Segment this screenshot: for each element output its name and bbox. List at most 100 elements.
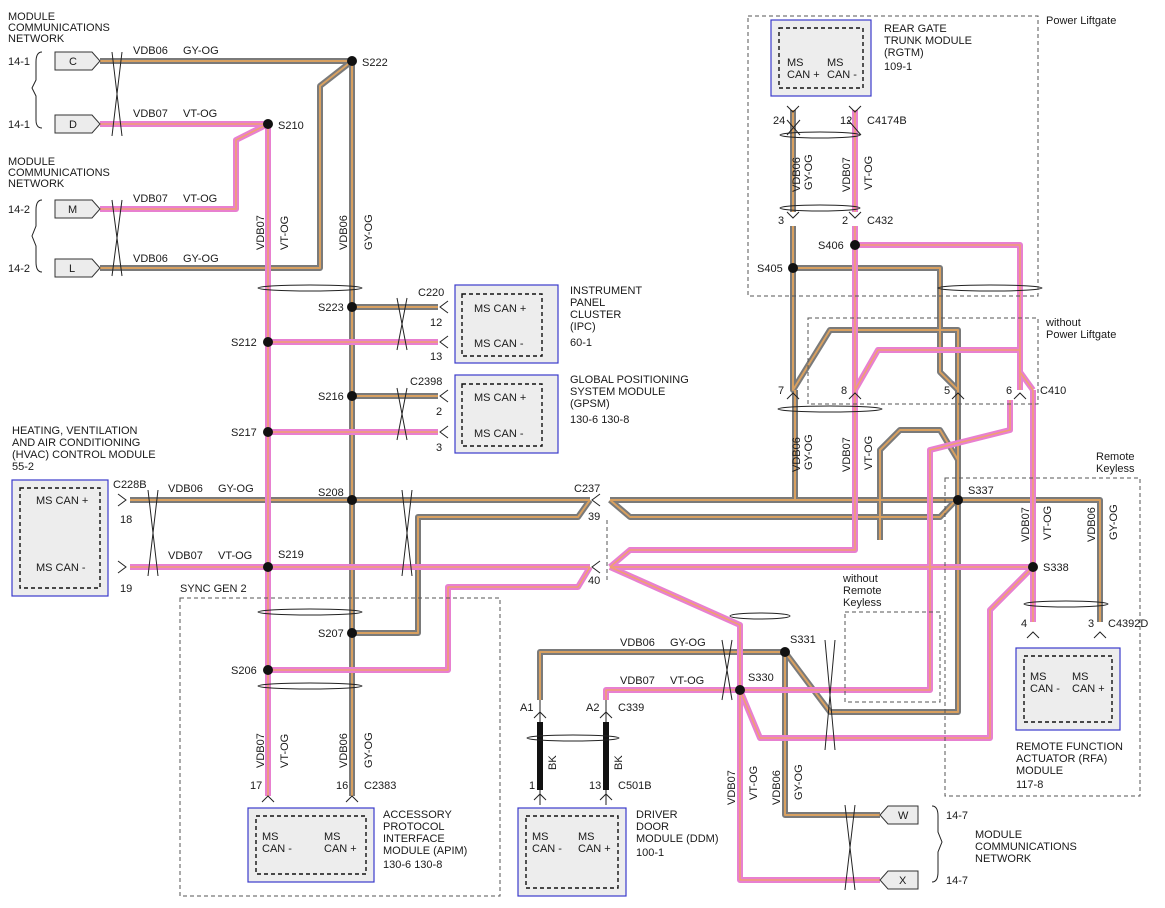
ddm-pin-b-2: CAN + [578, 843, 611, 855]
ipc-pin-b: MS CAN - [474, 338, 524, 350]
lbl-C220: C220 [418, 287, 444, 299]
lbl-gyog: GY-OG [1108, 504, 1120, 540]
gpsm-name-1: GLOBAL POSITIONING [570, 374, 689, 386]
splice-S337 [953, 495, 963, 505]
lbl-C4174B: C4174B [867, 115, 907, 127]
lbl-vtog: VT-OG [670, 675, 704, 687]
apim-pin-a-2: CAN - [262, 843, 292, 855]
rgtm-ref: 109-1 [884, 61, 912, 73]
ipc-name-1: INSTRUMENT [570, 285, 642, 297]
mcn-top-1: MODULE [8, 11, 55, 23]
lbl-vdb06: VDB06 [791, 157, 803, 192]
lbl-S406: S406 [818, 240, 844, 252]
text-labels: MODULE COMMUNICATIONS NETWORK MODULE COM… [8, 11, 1148, 887]
lbl-vtog: VT-OG [748, 766, 760, 800]
splice-S330 [735, 685, 745, 695]
mcn-top-2: COMMUNICATIONS [8, 22, 110, 34]
pin-13: 13 [430, 351, 442, 363]
ipc-pin-a: MS CAN + [474, 303, 526, 315]
lbl-power-liftgate: Power Liftgate [1046, 15, 1116, 27]
splice-S222 [347, 56, 357, 66]
pin-4: 4 [1021, 618, 1027, 630]
ref-14-7a: 14-7 [946, 810, 968, 822]
hvac-pin-a: MS CAN + [36, 495, 88, 507]
lbl-without-pl-2: Power Liftgate [1046, 329, 1116, 341]
conn-W: W [898, 810, 909, 822]
lbl-gyog: GY-OG [183, 45, 219, 57]
rfa-pin-b-2: CAN + [1072, 683, 1105, 695]
modules [11, 19, 1121, 897]
pin-12: 12 [430, 317, 442, 329]
pin-12b: 12 [840, 115, 852, 127]
lbl-vdb06: VDB06 [338, 733, 350, 768]
lbl-sync-gen2: SYNC GEN 2 [180, 583, 247, 595]
lbl-S212: S212 [231, 337, 257, 349]
rgtm-name-3: (RGTM) [884, 47, 924, 59]
lbl-vtog: VT-OG [183, 193, 217, 205]
lbl-gyog: GY-OG [803, 154, 815, 190]
lbl-gyog: GY-OG [363, 214, 375, 250]
ref-14-7b: 14-7 [946, 875, 968, 887]
ddm-name-2: DOOR [636, 821, 669, 833]
ref-14-2b: 14-2 [8, 263, 30, 275]
rgtm-module [770, 19, 872, 97]
conn-M: M [68, 204, 77, 216]
lbl-vtog: VT-OG [863, 156, 875, 190]
pin-40: 40 [588, 575, 600, 587]
gpsm-ref: 130-6 130-8 [570, 414, 629, 426]
rgtm-name-1: REAR GATE [884, 23, 947, 35]
splice-points [263, 56, 1038, 695]
splice-S406 [850, 240, 860, 250]
apim-module [247, 807, 375, 883]
lbl-without-rk-3: Keyless [843, 597, 882, 609]
rgtm-pin-a-1: MS [787, 57, 804, 69]
lbl-S217: S217 [231, 427, 257, 439]
hvac-name-3: (HVAC) CONTROL MODULE [12, 449, 156, 461]
offpage-connector-M [54, 199, 101, 219]
wire-vdb06 [610, 390, 798, 503]
lbl-S207: S207 [318, 628, 344, 640]
gpsm-module [454, 374, 559, 454]
hvac-module [11, 479, 109, 597]
lbl-C237: C237 [574, 483, 600, 495]
gpsm-name-3: (GPSM) [570, 398, 610, 410]
pin-2b: 2 [842, 215, 848, 227]
splice-S405 [788, 263, 798, 273]
lbl-vdb07: VDB07 [620, 675, 655, 687]
twist-markers [111, 51, 1109, 891]
mcn-mid-1: MODULE [8, 156, 55, 168]
pin-2: 2 [436, 406, 442, 418]
pin-18: 18 [120, 514, 132, 526]
offpage-connector-X [879, 870, 919, 890]
mcn-mid-3: NETWORK [8, 178, 65, 190]
remote-keyless-box [944, 477, 1141, 797]
without-power-liftgate-box [807, 317, 1039, 405]
conn-C: C [69, 56, 77, 68]
lbl-without-pl-1: without [1045, 317, 1081, 329]
lbl-S216: S216 [318, 391, 344, 403]
lbl-vdb07: VDB07 [168, 550, 203, 562]
splice-S212 [263, 337, 273, 347]
offpage-connector-D [54, 114, 101, 134]
lbl-gyog: GY-OG [363, 732, 375, 768]
lbl-S338: S338 [1043, 562, 1069, 574]
lbl-gyog: GY-OG [183, 253, 219, 265]
lbl-C228B: C228B [113, 479, 147, 491]
lbl-S219: S219 [278, 549, 304, 561]
apim-pin-a-1: MS [262, 831, 279, 843]
connector-arrows [117, 105, 1107, 803]
pin-A1: A1 [520, 702, 533, 714]
lbl-vdb06: VDB06 [620, 637, 655, 649]
lbl-S330: S330 [748, 672, 774, 684]
conn-X: X [899, 875, 907, 887]
lbl-vdb06: VDB06 [133, 253, 168, 265]
lbl-remote-keyless-1: Remote [1096, 451, 1135, 463]
pin-19: 19 [120, 583, 132, 595]
without-remote-keyless-box [844, 611, 941, 703]
pin-3b: 3 [778, 215, 784, 227]
offpage-connectors [31, 51, 943, 890]
ipc-ref: 60-1 [570, 337, 592, 349]
option-boxes [179, 15, 1141, 897]
splice-S206 [263, 665, 273, 675]
lbl-C432: C432 [867, 215, 893, 227]
